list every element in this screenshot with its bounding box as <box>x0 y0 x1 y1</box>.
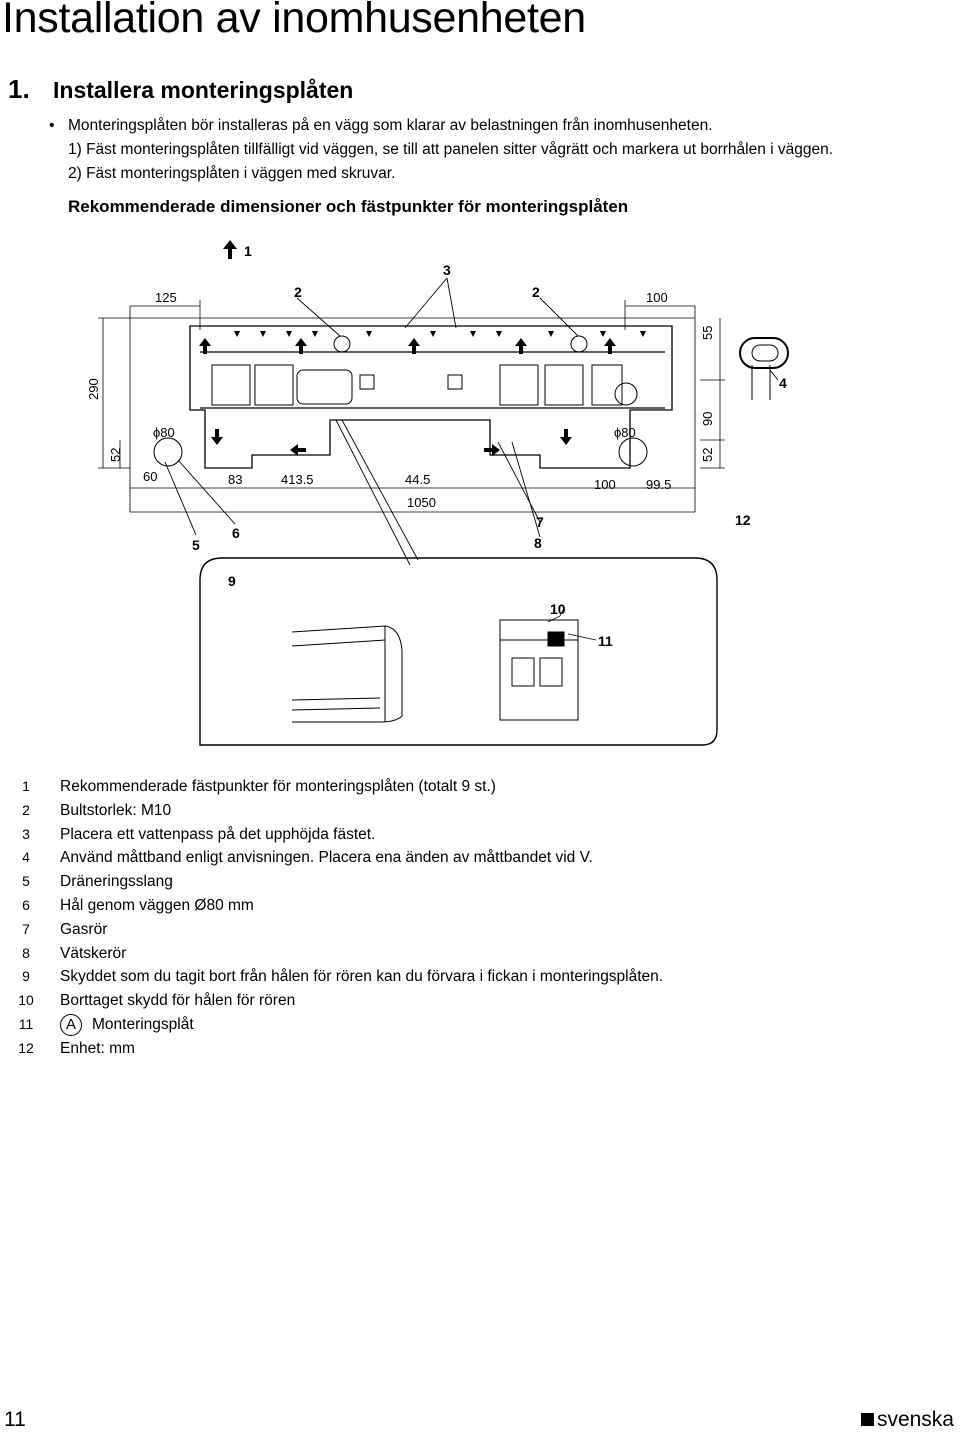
callout-7: 7 <box>536 514 544 530</box>
dim-60: 60 <box>143 469 157 484</box>
callout-12: 12 <box>735 512 751 528</box>
dim-55: 55 <box>700 326 715 340</box>
section-heading: 1. Installera monteringsplåten <box>8 74 353 105</box>
circled-letter-a: A <box>60 1013 82 1036</box>
callout-3: 3 <box>443 262 451 278</box>
square-bullet-icon <box>860 1413 874 1426</box>
intro-bullet: Monteringsplåten bör installeras på en v… <box>49 114 833 138</box>
dim-52-left: 52 <box>108 448 123 462</box>
callout-9: 9 <box>228 573 236 589</box>
section-title: Installera monteringsplåten <box>53 77 354 103</box>
intro-text: Monteringsplåten bör installeras på en v… <box>49 114 834 186</box>
dim-100-top: 100 <box>646 290 668 305</box>
dim-hole-right: ϕ80 <box>614 425 636 440</box>
dim-52-right: 52 <box>700 448 715 462</box>
dim-83: 83 <box>228 472 242 487</box>
dim-100-bottom: 100 <box>594 477 616 492</box>
mounting-plate-diagram: 125 100 55 90 52 290 52 ϕ80 ϕ80 60 83 41… <box>86 240 789 746</box>
dim-445: 44.5 <box>405 472 430 487</box>
page-title: Installation av inomhusenheten <box>2 0 586 42</box>
callout-10: 10 <box>550 601 566 617</box>
dim-1050: 1050 <box>407 495 436 510</box>
language-label: svenska <box>860 1408 954 1432</box>
callout-2a: 2 <box>294 284 302 300</box>
dim-125: 125 <box>155 290 177 305</box>
callout-8: 8 <box>534 535 542 551</box>
dim-995: 99.5 <box>646 477 671 492</box>
callout-11: 11 <box>598 633 613 649</box>
dim-90: 90 <box>700 412 715 426</box>
dim-hole-left: ϕ80 <box>153 425 175 440</box>
dim-290: 290 <box>86 378 101 400</box>
callout-6: 6 <box>232 525 240 541</box>
dim-4135: 413.5 <box>281 472 314 487</box>
callout-2b: 2 <box>532 284 540 300</box>
callout-4: 4 <box>779 375 787 391</box>
section-number: 1. <box>8 74 30 104</box>
intro-step-1: 1) Fäst monteringsplåten tillfälligt vid… <box>68 141 834 158</box>
figure-heading: Rekommenderade dimensioner och fästpunkt… <box>68 197 629 216</box>
callout-1: 1 <box>244 243 252 259</box>
callout-5: 5 <box>192 537 200 553</box>
intro-step-2: 2) Fäst monteringsplåten i väggen med sk… <box>68 165 396 182</box>
page-number: 11 <box>4 1408 26 1431</box>
